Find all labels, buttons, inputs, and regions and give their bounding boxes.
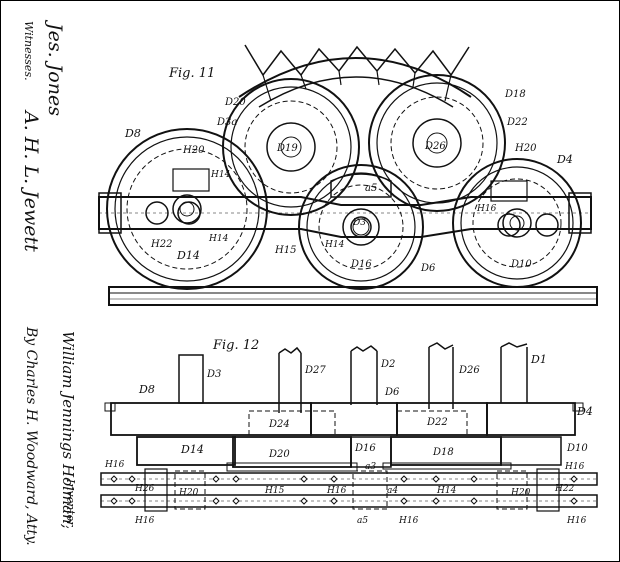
label-D6: D6 [384,387,400,398]
label-D14: D14 [180,443,204,456]
label-D8: D8 [124,127,141,140]
label-D2: D2 [380,359,395,370]
label-D3: D3 [352,218,366,228]
center-wheel [298,164,424,290]
fig-12-labels: D8 D3 D27 D2 D26 D1 D6 D4 D24 D22 D14 D2… [104,353,593,526]
label-D14: D14 [176,249,200,262]
witnesses-heading: Witnesses. [22,21,35,81]
label-D4: D4 [556,153,573,166]
label-H20-b: H20 [510,488,531,498]
rail [108,286,598,306]
label-H14: H14 [436,486,457,496]
label-H16-e: H16 [566,516,587,526]
gear-segment [238,44,472,108]
label-D3: D3 [206,369,221,380]
label-H16-b: H16 [564,462,585,472]
label-H16-a: H16 [104,460,125,470]
attorney-signature: By Charles H. Woodward, Atty. [23,326,39,546]
label-H14-c: H14 [324,240,345,250]
label-D10: D10 [510,259,532,270]
label-H20-left: H20 [182,145,205,156]
label-D16: D16 [354,443,376,454]
inventor-block: William Jennings Holman, Inventor, By Ch… [23,326,77,546]
label-D4: D4 [576,405,593,418]
fig-11-title: Fig. 11 [168,66,215,81]
label-H16-c: H16 [134,516,155,526]
label-H16: H16 [476,204,497,214]
label-D19: D19 [276,143,298,154]
inventor-signature: William Jennings Holman, [59,331,77,529]
right-wheel [452,158,582,288]
label-D3a: D3a [216,117,237,128]
label-H16-f: H16 [326,486,347,496]
label-H16-d: H16 [398,516,419,526]
label-H22: H22 [150,239,172,250]
fig-12-title: Fig. 12 [212,338,259,353]
witness-signature-2: A. H. L. Jewett [20,109,42,252]
label-D16: D16 [350,259,372,270]
label-H22: H22 [554,484,575,494]
label-H20-a: H20 [178,488,199,498]
side-frame [98,168,592,238]
label-D24: D24 [268,419,290,430]
label-H14-a: H14 [210,170,231,180]
label-D1: D1 [530,353,547,366]
fig-11-labels: D8 D3a D20 D19 D18 D22 D26 D4 H20 H20 a5… [124,89,573,274]
witness-block: Witnesses. Jes. Jones A. H. L. Jewett [20,19,66,252]
label-D26: D26 [458,365,480,376]
label-D27: D27 [304,365,326,376]
upper-left-driving-wheel [222,78,360,216]
witness-signature-1: Jes. Jones [44,19,66,116]
label-D20: D20 [224,97,246,108]
label-D18: D18 [504,89,526,100]
label-D18: D18 [432,447,454,458]
label-D22: D22 [506,117,528,128]
label-H15: H15 [274,245,296,256]
label-D26: D26 [424,141,446,152]
label-a5: a5 [357,516,368,526]
label-H20-right: H20 [514,143,537,154]
label-D22: D22 [426,417,448,428]
frame-bars [100,468,598,512]
left-wheel [106,128,268,290]
label-D10: D10 [566,443,588,454]
label-D6: D6 [420,263,436,274]
inventor-title: Inventor, [64,478,77,529]
label-H26: H26 [134,484,155,494]
label-D8: D8 [138,383,155,396]
label-H14-b: H14 [208,234,229,244]
label-a3: a3 [365,462,376,472]
label-H15: H15 [264,486,285,496]
label-a4: a4 [387,486,398,496]
label-a5: a5 [365,183,377,194]
label-D20: D20 [268,449,290,460]
wheel-rows [104,402,584,472]
